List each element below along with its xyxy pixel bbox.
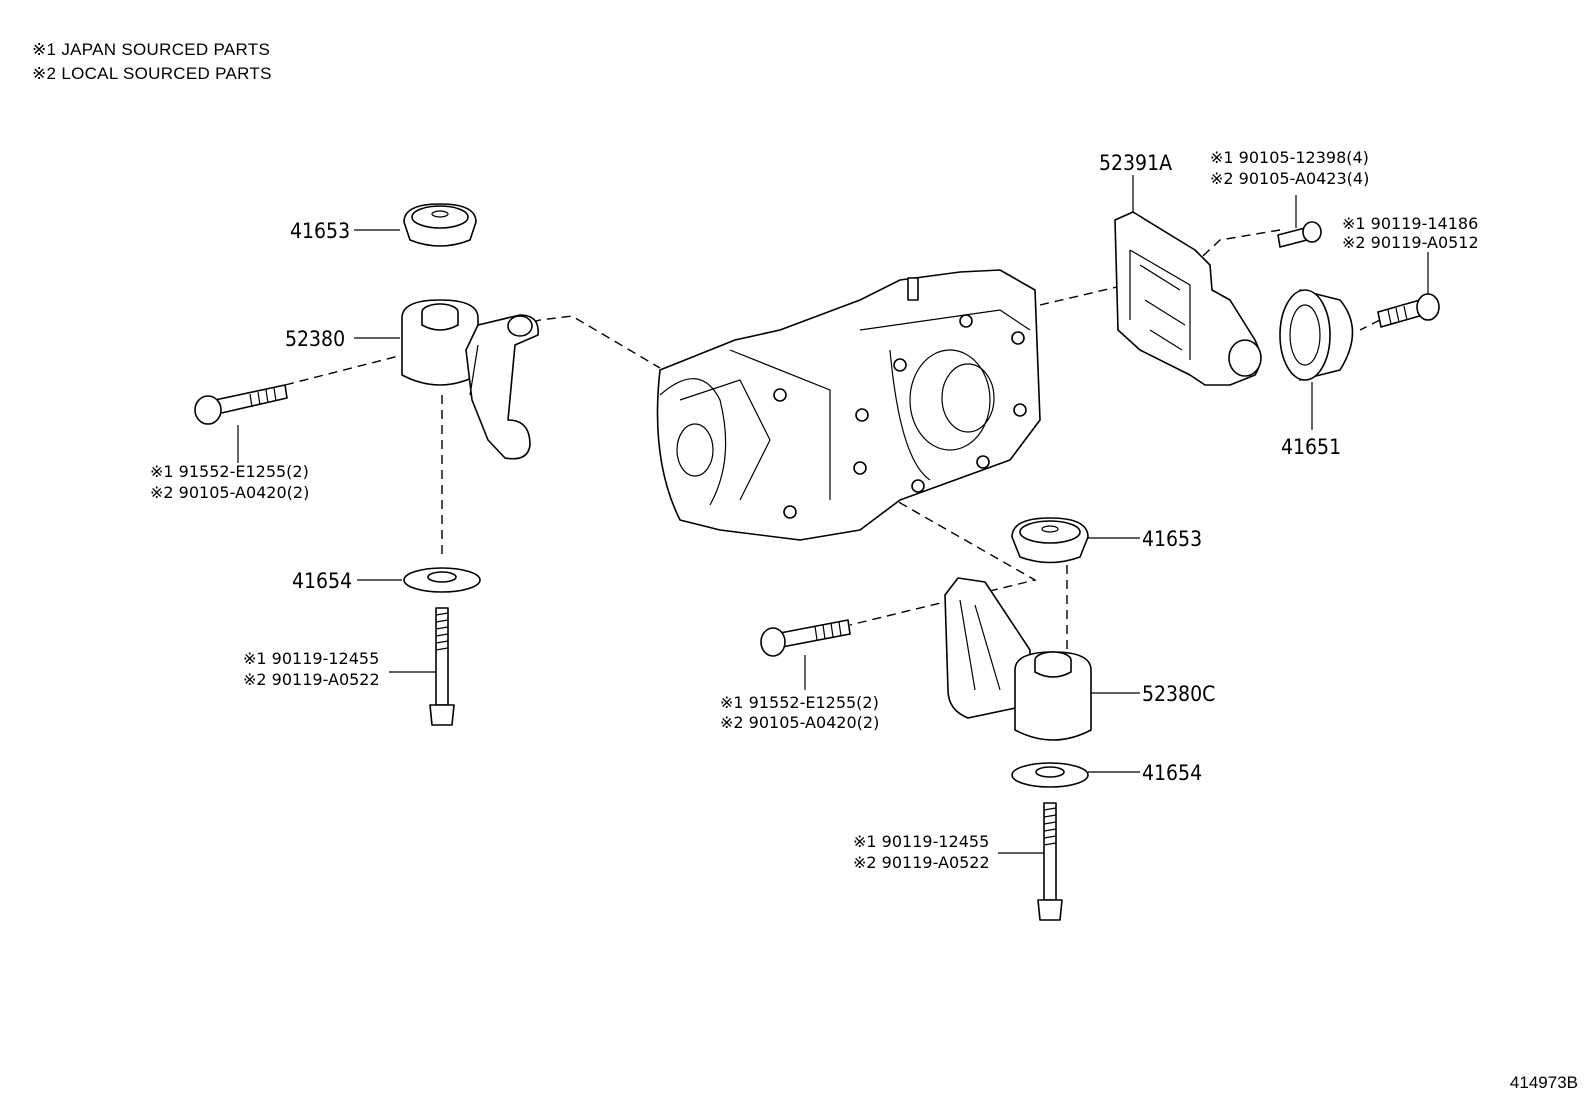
label-41653-right: 41653 bbox=[1142, 527, 1202, 551]
leader-lines bbox=[237, 175, 1429, 854]
label-41651: 41651 bbox=[1281, 435, 1341, 459]
lower-washer-41654-right bbox=[1011, 762, 1089, 788]
label-stud-right-local: ※2 90119-A0522 bbox=[853, 853, 990, 872]
mount-52380C bbox=[944, 577, 1092, 741]
support-bracket-52391A bbox=[1114, 211, 1262, 386]
illustration-reference-number: 414973B bbox=[1509, 1073, 1578, 1092]
label-bolt-left-local: ※2 90105-A0420(2) bbox=[150, 483, 309, 502]
label-stud-left-japan: ※1 90119-12455 bbox=[243, 649, 379, 668]
label-bolt-mid-local: ※2 90105-A0420(2) bbox=[720, 713, 879, 732]
label-stud-left-local: ※2 90119-A0522 bbox=[243, 670, 380, 689]
legend: ※1 JAPAN SOURCED PARTS ※2 LOCAL SOURCED … bbox=[32, 38, 272, 86]
bolt-right bbox=[1377, 293, 1440, 328]
mount-52380 bbox=[401, 299, 539, 460]
label-stud-right-japan: ※1 90119-12455 bbox=[853, 832, 989, 851]
label-52380: 52380 bbox=[285, 327, 345, 351]
label-41654-left: 41654 bbox=[292, 569, 352, 593]
flange-bolt-middle bbox=[760, 619, 851, 657]
label-41654-right: 41654 bbox=[1142, 761, 1202, 785]
differential-housing bbox=[656, 269, 1041, 541]
bolt-top bbox=[1277, 221, 1322, 248]
label-bolt-mid-japan: ※1 91552-E1255(2) bbox=[720, 693, 879, 712]
label-bolt-right-local: ※2 90119-A0512 bbox=[1342, 233, 1479, 252]
label-bolt-top-local: ※2 90105-A0423(4) bbox=[1210, 169, 1369, 188]
callout-labels: 41653 52380 ※1 91552-E1255(2) ※2 90105-A… bbox=[150, 148, 1479, 872]
assembly-lines bbox=[284, 229, 1381, 650]
legend-local-sourced: ※2 LOCAL SOURCED PARTS bbox=[32, 64, 272, 83]
legend-japan-sourced: ※1 JAPAN SOURCED PARTS bbox=[32, 40, 271, 59]
label-bolt-right-japan: ※1 90119-14186 bbox=[1342, 214, 1478, 233]
flange-bolt-left bbox=[194, 384, 288, 425]
label-52391A: 52391A bbox=[1099, 151, 1172, 175]
stud-bolt-right bbox=[1037, 802, 1063, 921]
lower-washer-41654-left bbox=[403, 567, 481, 593]
label-41653-left: 41653 bbox=[290, 219, 350, 243]
label-bolt-left-japan: ※1 91552-E1255(2) bbox=[150, 462, 309, 481]
label-52380C: 52380C bbox=[1142, 682, 1215, 706]
label-bolt-top-japan: ※1 90105-12398(4) bbox=[1210, 148, 1369, 167]
cushion-41651 bbox=[1279, 289, 1354, 381]
mount-cap-41653-left bbox=[403, 203, 477, 247]
stud-bolt-left bbox=[429, 607, 455, 726]
mount-cap-41653-right bbox=[1011, 517, 1089, 564]
